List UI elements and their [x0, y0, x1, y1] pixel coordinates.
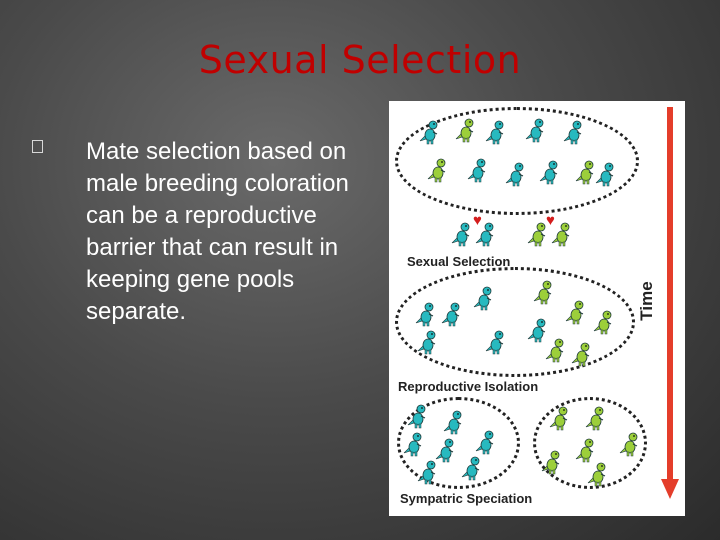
teal-dinosaur-icon — [417, 459, 439, 490]
bullet-marker-icon — [32, 140, 43, 153]
teal-dinosaur-icon — [505, 161, 527, 192]
teal-dinosaur-icon — [467, 157, 489, 188]
teal-dinosaur-icon — [443, 409, 465, 440]
speciation-figure: ♥ ♥ Sexual Selection Reproductive Isolat… — [389, 101, 685, 516]
green-dinosaur-icon — [545, 337, 567, 368]
isolated-populations-outline — [395, 267, 635, 377]
heart-icon: ♥ — [546, 212, 555, 229]
teal-dinosaur-icon — [403, 431, 425, 462]
green-dinosaur-icon — [533, 279, 555, 310]
teal-dinosaur-icon — [485, 329, 507, 360]
teal-dinosaur-icon — [407, 403, 429, 434]
green-dinosaur-icon — [585, 405, 607, 436]
green-dinosaur-icon — [575, 437, 597, 468]
green-dinosaur-icon — [551, 221, 573, 252]
green-species-outline — [533, 397, 647, 489]
teal-dinosaur-icon — [441, 301, 463, 332]
teal-dinosaur-icon — [539, 159, 561, 190]
teal-species-outline — [397, 397, 520, 489]
teal-dinosaur-icon — [563, 119, 585, 150]
slide-title: Sexual Selection — [198, 38, 522, 82]
time-arrow-icon — [661, 107, 679, 499]
green-dinosaur-icon — [619, 431, 641, 462]
teal-dinosaur-icon — [527, 317, 549, 348]
bullet-text: Mate selection based on male breeding co… — [86, 138, 349, 325]
heart-icon: ♥ — [473, 212, 482, 229]
teal-dinosaur-icon — [595, 161, 617, 192]
teal-dinosaur-icon — [417, 329, 439, 360]
original-population-outline — [395, 107, 639, 215]
green-dinosaur-icon — [549, 405, 571, 436]
teal-dinosaur-icon — [419, 119, 441, 150]
green-dinosaur-icon — [575, 159, 597, 190]
sympatric-speciation-label: Sympatric Speciation — [400, 491, 533, 506]
teal-dinosaur-icon — [415, 301, 437, 332]
green-dinosaur-icon — [565, 299, 587, 330]
green-dinosaur-icon — [427, 157, 449, 188]
sexual-selection-label: Sexual Selection — [407, 254, 511, 269]
time-label: Time — [637, 281, 656, 321]
teal-dinosaur-icon — [525, 117, 547, 148]
teal-dinosaur-icon — [451, 221, 473, 252]
teal-dinosaur-icon — [475, 429, 497, 460]
green-dinosaur-icon — [571, 341, 593, 372]
green-dinosaur-icon — [541, 449, 563, 480]
teal-dinosaur-icon — [475, 221, 497, 252]
green-dinosaur-icon — [587, 461, 609, 492]
teal-dinosaur-icon — [473, 285, 495, 316]
green-dinosaur-icon — [593, 309, 615, 340]
reproductive-isolation-label: Reproductive Isolation — [398, 379, 539, 394]
green-dinosaur-icon — [527, 221, 549, 252]
green-dinosaur-icon — [455, 117, 477, 148]
teal-dinosaur-icon — [461, 455, 483, 486]
teal-dinosaur-icon — [485, 119, 507, 150]
teal-dinosaur-icon — [435, 437, 457, 468]
